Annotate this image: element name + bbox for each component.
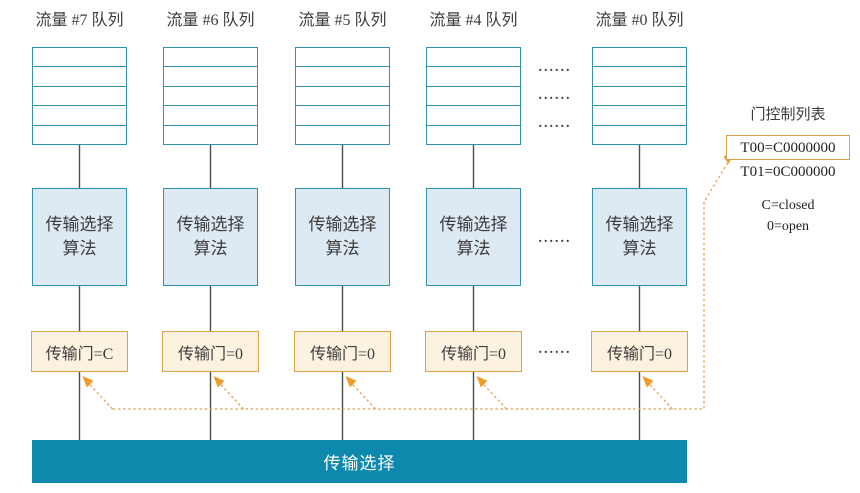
transmission-selection-algorithm-box: 传输选择 算法 (32, 188, 127, 286)
algorithm-ellipsis: ...... (538, 231, 572, 246)
transmission-selection-bar: 传输选择 (32, 440, 687, 483)
queue-slot (593, 125, 686, 145)
queue-slot (427, 106, 520, 126)
queue-slot (296, 86, 389, 107)
queue-slot (593, 106, 686, 126)
traffic-column-5: 流量 #5 队列 传输选择 算法 传输门=0 (294, 0, 391, 493)
queue-slot (164, 125, 257, 145)
transmission-selection-algorithm-box: 传输选择 算法 (163, 188, 258, 286)
queue-stack (32, 47, 127, 145)
transmission-selection-algorithm-box: 传输选择 算法 (592, 188, 687, 286)
queue-slot (593, 67, 686, 87)
gate-control-entry-t01: T01=0C000000 (740, 164, 836, 180)
transmission-selection-algorithm-box: 传输选择 算法 (426, 188, 521, 286)
queue-label: 流量 #4 队列 (429, 12, 518, 29)
queue-label: 流量 #6 队列 (166, 12, 255, 29)
queue-slot (164, 106, 257, 126)
queue-slot (427, 48, 520, 68)
queue-slot (33, 106, 126, 126)
queue-stack (426, 47, 521, 145)
queue-slot (33, 67, 126, 87)
queue-slot (427, 86, 520, 107)
queue-slot (164, 86, 257, 107)
gate-control-entry-t00: T00=C0000000 (726, 135, 850, 160)
queue-slot (427, 125, 520, 145)
queue-slot (296, 125, 389, 145)
queue-slot (164, 67, 257, 87)
traffic-column-6: 流量 #6 队列 传输选择 算法 传输门=0 (162, 0, 259, 493)
queue-slot (593, 86, 686, 107)
transmission-gate-box: 传输门=0 (425, 331, 522, 372)
queue-slot (33, 86, 126, 107)
queue-label: 流量 #0 队列 (595, 12, 684, 29)
transmission-gate-box: 传输门=C (31, 331, 128, 372)
gate-ellipsis: ...... (538, 342, 572, 357)
queue-slot (33, 48, 126, 68)
queue-label: 流量 #5 队列 (298, 12, 387, 29)
transmission-selection-bar-label: 传输选择 (323, 454, 396, 473)
gate-control-list-title: 门控制列表 (750, 107, 826, 123)
traffic-column-4: 流量 #4 队列 传输选择 算法 传输门=0 (425, 0, 522, 493)
transmission-gate-box: 传输门=0 (162, 331, 259, 372)
queue-stack (163, 47, 258, 145)
transmission-gate-box: 传输门=0 (294, 331, 391, 372)
queue-slot (427, 67, 520, 87)
queue-ellipsis: ...... (538, 88, 572, 103)
queue-stack (295, 47, 390, 145)
transmission-selection-algorithm-box: 传输选择 算法 (295, 188, 390, 286)
queue-slot (296, 48, 389, 68)
queue-slot (593, 48, 686, 68)
queue-label: 流量 #7 队列 (35, 12, 124, 29)
transmission-gate-box: 传输门=0 (591, 331, 688, 372)
queue-slot (296, 106, 389, 126)
gate-legend-closed: C=closed (761, 198, 815, 213)
traffic-column-0: 流量 #0 队列 传输选择 算法 传输门=0 (591, 0, 688, 493)
gate-legend-open: 0=open (766, 219, 810, 234)
traffic-column-7: 流量 #7 队列 传输选择 算法 传输门=C (31, 0, 128, 493)
queue-stack (592, 47, 687, 145)
queue-slot (164, 48, 257, 68)
queue-slot (33, 125, 126, 145)
queue-slot (296, 67, 389, 87)
queue-ellipsis: ...... (538, 60, 572, 75)
queue-ellipsis: ...... (538, 116, 572, 131)
gate-control-list: 门控制列表 T00=C0000000 T01=0C000000 C=closed… (718, 103, 858, 237)
